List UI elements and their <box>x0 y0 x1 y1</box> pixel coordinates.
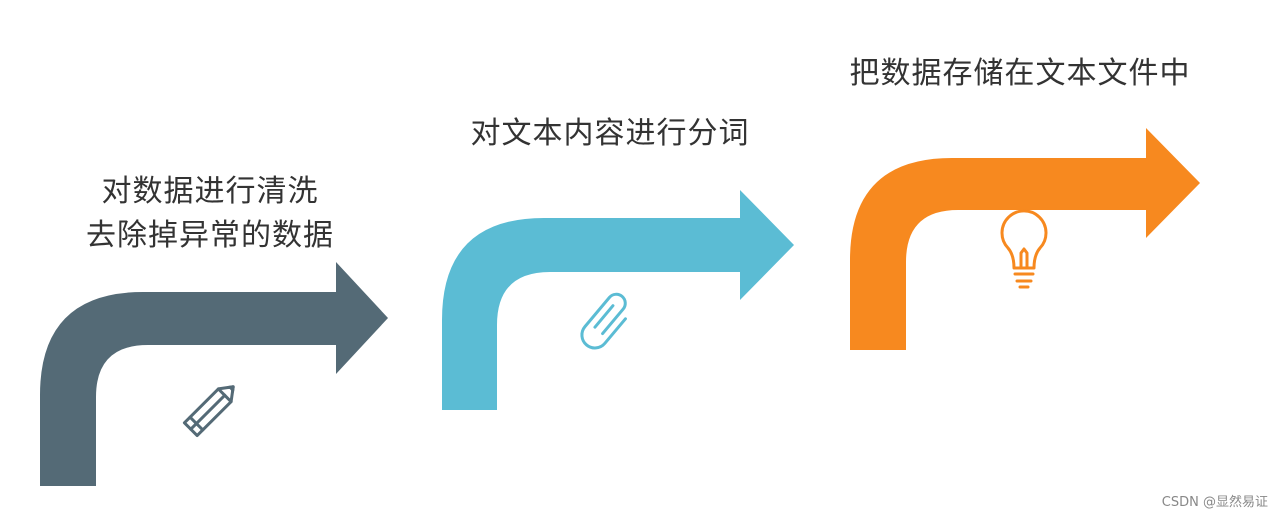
step1-label: 对数据进行清洗 去除掉异常的数据 <box>60 170 360 258</box>
step2-label-line1: 对文本内容进行分词 <box>470 116 750 151</box>
step3-label: 把数据存储在文本文件中 <box>820 52 1220 96</box>
step1-arrow <box>40 262 388 486</box>
paperclip-icon <box>580 292 627 350</box>
step1-label-line2: 去除掉异常的数据 <box>86 218 334 253</box>
pencil-icon <box>182 385 235 438</box>
watermark: CSDN @显然易证 <box>1161 495 1268 510</box>
lightbulb-icon <box>1000 209 1048 289</box>
step3-label-line1: 把数据存储在文本文件中 <box>849 56 1191 91</box>
step2-arrow <box>442 190 794 410</box>
step1-label-line1: 对数据进行清洗 <box>101 174 319 209</box>
step3-arrow <box>850 128 1200 350</box>
step2-label: 对文本内容进行分词 <box>440 112 780 156</box>
